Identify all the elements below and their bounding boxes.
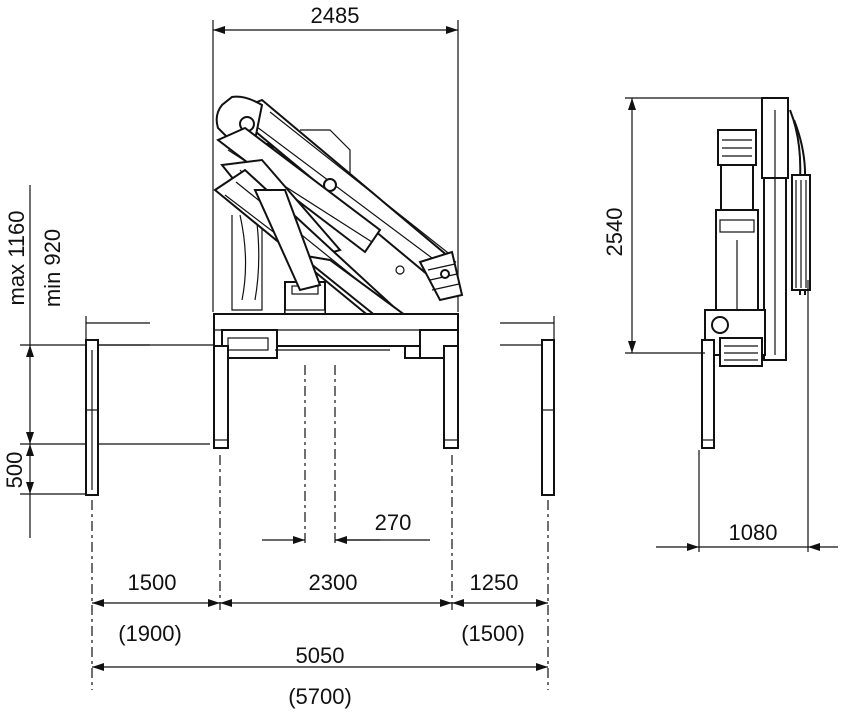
dim-label-500: 500 [2,452,27,489]
dimension-1080: 1080 [656,280,838,552]
dim-label-1900: (1900) [118,621,182,646]
dim-label-1250: 1250 [470,570,519,595]
dim-label-2485: 2485 [311,3,360,28]
dim-label-1500: 1500 [128,570,177,595]
dim-label-1500-max: (1500) [461,621,525,646]
dimension-500: 500 [2,444,95,538]
dim-label-2300: 2300 [309,570,358,595]
dimension-2540: 2540 [602,97,775,354]
crane-base-frame [213,313,459,449]
dim-label-5050: 5050 [296,643,345,668]
dim-label-min-920: min 920 [40,229,65,307]
dimension-max-min-height: max 1160 min 920 [4,185,275,445]
outrigger-left [85,316,150,496]
dimension-row-outriggers: 1500 (1900) 2300 1250 (1500) [92,570,548,646]
center-lines [91,365,549,690]
dim-label-5700: (5700) [288,684,352,709]
outrigger-right [500,316,555,496]
dimension-row-total: 5050 (5700) [92,643,548,709]
dim-label-270: 270 [375,510,412,535]
dimension-2485: 2485 [212,3,459,312]
dim-label-max-1160: max 1160 [4,211,29,306]
dim-label-1080: 1080 [729,520,778,545]
crane-side-view [701,97,811,449]
dimension-270: 270 [262,510,430,544]
dim-label-2540: 2540 [602,208,627,257]
